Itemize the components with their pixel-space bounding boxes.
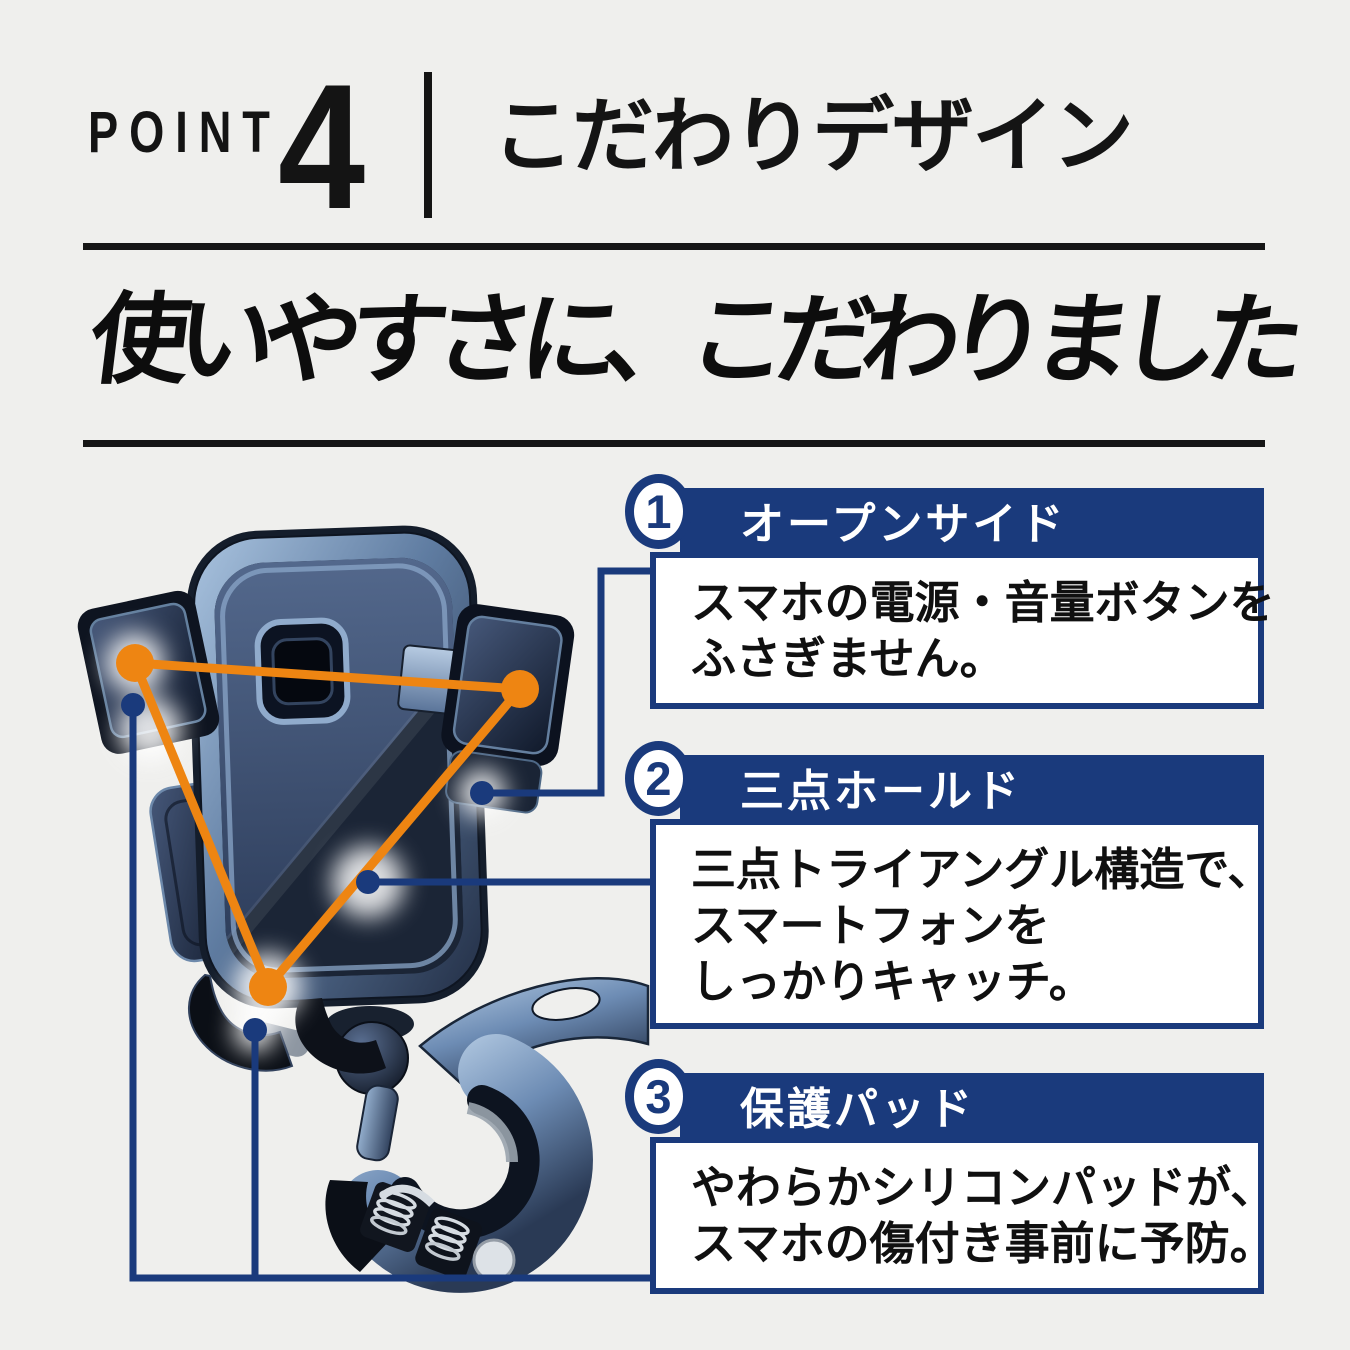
- section-tagline: こだわりデザイン: [492, 91, 1134, 182]
- callout-body-line: ふさぎません。: [691, 633, 1005, 684]
- leader-dot-1: [470, 781, 494, 805]
- triangle-point-bottom: [249, 968, 287, 1006]
- callout-three-point-hold: 2 三点ホールド 三点トライアングル構造で、 スマートフォンを しっかりキャッチ…: [625, 741, 1273, 1029]
- phone-cradle: [187, 525, 489, 1009]
- divider-rule-bottom: [83, 440, 1265, 447]
- callout-header: 保護パッド: [680, 1073, 1264, 1137]
- callout-protection-pad: 3 保護パッド やわらかシリコンパッドが、 スマホの傷付き事前に予防。: [625, 1059, 1276, 1294]
- callout-title: 保護パッド: [740, 1085, 975, 1134]
- callout-header: 三点ホールド: [680, 755, 1264, 819]
- leader-line-3: [129, 705, 652, 1282]
- mount-post: [356, 1084, 399, 1162]
- leader-dots: [121, 693, 494, 1042]
- callout-body: 三点トライアングル構造で、 スマートフォンを しっかりキャッチ。: [650, 819, 1273, 1029]
- brand-divider: [424, 72, 432, 218]
- callout-body: やわらかシリコンパッドが、 スマホの傷付き事前に予防。: [650, 1137, 1276, 1294]
- callout-body-line: スマホの傷付き事前に予防。: [691, 1218, 1275, 1269]
- leader-dot-3a: [121, 693, 145, 717]
- wing-hole: [531, 987, 601, 1021]
- leader-lines: [129, 567, 652, 1282]
- leader-dot-3b: [243, 1018, 267, 1042]
- leader-dot-2: [356, 870, 380, 894]
- callout-open-side: 1 オープンサイド スマホの電源・音量ボタンを ふさぎません。: [625, 474, 1275, 709]
- callout-body-line: しっかりキャッチ。: [691, 956, 1094, 1007]
- mount-clamp: [325, 1034, 593, 1293]
- callout-number-badge: 3: [625, 1059, 692, 1134]
- triangle-point-right: [501, 670, 539, 708]
- triangle-overlay: [116, 644, 539, 1006]
- point-label: POINT: [88, 100, 281, 165]
- callout-number-badge: 2: [625, 741, 692, 816]
- clamp-pin: [472, 1238, 516, 1282]
- spring-link: [379, 1184, 435, 1207]
- callout-body: スマホの電源・音量ボタンを ふさぎません。: [650, 552, 1275, 709]
- callout-body-line: やわらかシリコンパッドが、: [691, 1162, 1276, 1213]
- callout-body-line: スマホの電源・音量ボタンを: [691, 577, 1275, 628]
- callout-title: 三点ホールド: [740, 767, 1022, 816]
- callout-title: オープンサイド: [740, 500, 1067, 549]
- point-number: 4: [278, 47, 366, 246]
- divider-rule-top: [83, 243, 1265, 250]
- callout-header: オープンサイド: [680, 488, 1264, 552]
- leader-line-1: [482, 567, 652, 797]
- phone-holder-illustration: [77, 525, 650, 1293]
- triangle-point-left: [116, 644, 154, 682]
- clamp-spring-right: [415, 1208, 483, 1280]
- callout-body-line: 三点トライアングル構造で、: [691, 844, 1273, 895]
- callout-number-badge: 1: [625, 474, 692, 549]
- clamp-spring-left: [360, 1182, 430, 1252]
- callout-body-line: スマートフォンを: [691, 900, 1050, 951]
